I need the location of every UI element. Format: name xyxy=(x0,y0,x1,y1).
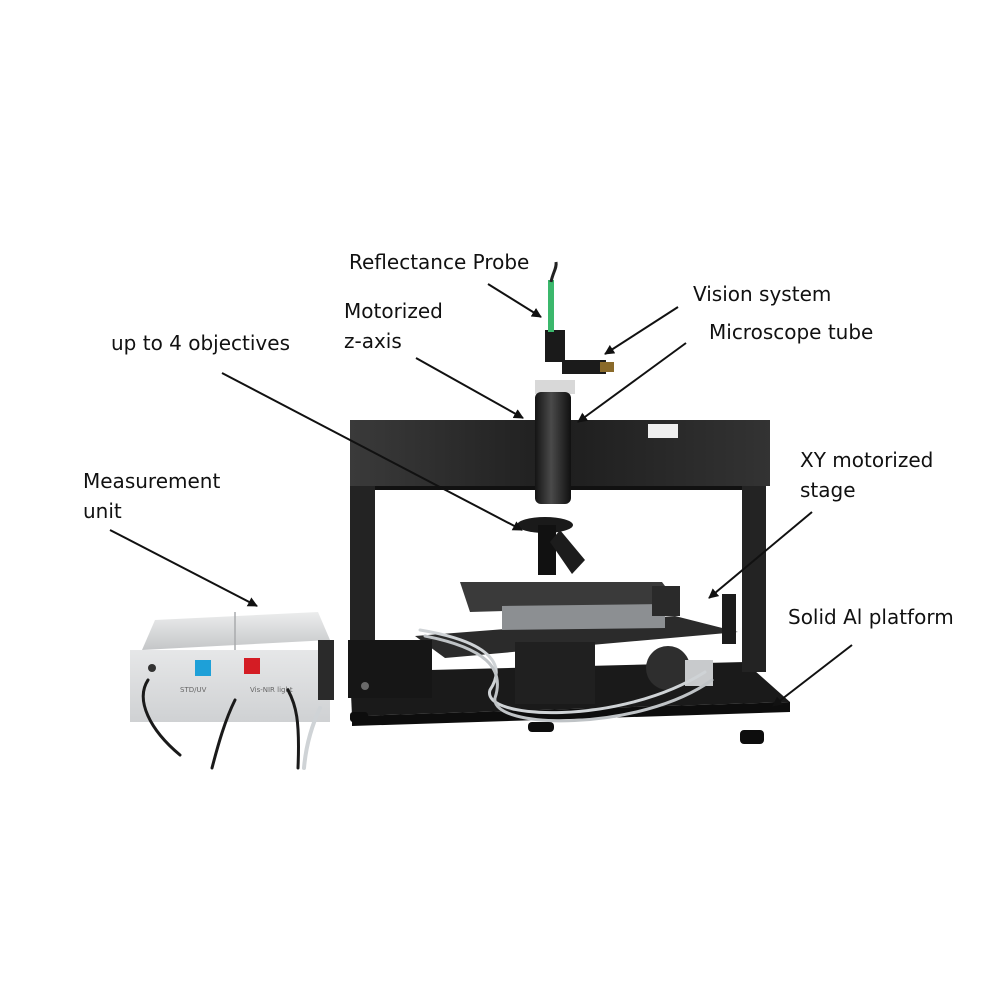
arrow-reflectance-probe xyxy=(487,283,542,318)
label-reflectance-probe: Reflectance Probe xyxy=(349,247,529,277)
label-text: Microscope tube xyxy=(709,320,874,344)
foot xyxy=(528,722,554,732)
label-text: unit xyxy=(83,499,122,523)
probe-mount xyxy=(545,330,565,362)
callout-arrows xyxy=(109,283,853,707)
arrow-microscope-tube xyxy=(577,342,687,423)
blue-light-button xyxy=(195,660,211,676)
arrow-measurement-unit xyxy=(109,529,258,607)
stage-motor xyxy=(646,646,690,690)
label-text: up to 4 objectives xyxy=(111,331,290,355)
objective-lens xyxy=(538,525,556,575)
foot xyxy=(740,730,764,744)
arrow-solid-platform xyxy=(772,644,853,707)
z-axis-carriage xyxy=(535,380,575,394)
label-text: Vision system xyxy=(693,282,832,306)
label-xy-motorized-stage: XY motorized stage xyxy=(800,445,933,505)
label-text: XY motorized xyxy=(800,448,934,472)
label-text: Measurement xyxy=(83,469,221,493)
power-switch xyxy=(148,664,156,672)
sample-plate xyxy=(502,604,665,630)
microscope-column xyxy=(517,261,614,575)
cables xyxy=(141,628,714,770)
microscope-tube xyxy=(535,392,571,504)
label-text: Motorized xyxy=(344,299,443,323)
right-button-label: Vis-NIR light xyxy=(250,686,293,694)
label-text: z-axis xyxy=(344,329,402,353)
left-button-label: STD/UV xyxy=(180,686,207,694)
xy-stage xyxy=(415,582,738,704)
red-light-button xyxy=(244,658,260,674)
label-motorized-z-axis: Motorized z-axis xyxy=(344,296,443,356)
frame-label-plate xyxy=(648,424,678,438)
foot xyxy=(350,712,368,722)
label-microscope-tube: Microscope tube xyxy=(709,317,873,347)
reflectance-probe xyxy=(548,280,554,332)
vision-camera xyxy=(562,360,606,374)
label-text: Reflectance Probe xyxy=(349,250,530,274)
arrow-objectives xyxy=(221,372,523,531)
label-objectives: up to 4 objectives xyxy=(111,328,290,358)
arrow-motorized-z-axis xyxy=(415,357,524,419)
objective-lens xyxy=(550,530,585,574)
label-solid-platform: Solid Al platform xyxy=(788,602,954,632)
arrow-vision-system xyxy=(604,306,679,355)
label-text: stage xyxy=(800,478,856,502)
arrow-xy-stage xyxy=(708,511,813,599)
label-measurement-unit: Measurement unit xyxy=(83,466,220,526)
control-box xyxy=(348,640,432,698)
label-text: Solid Al platform xyxy=(788,605,954,629)
label-vision-system: Vision system xyxy=(693,279,831,309)
